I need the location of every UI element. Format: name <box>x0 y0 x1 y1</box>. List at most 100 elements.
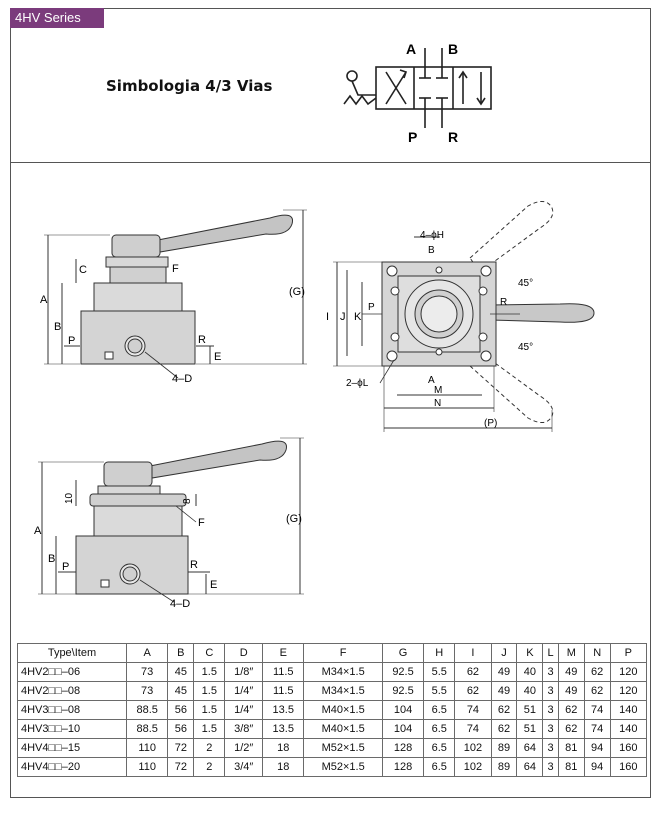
table-cell: 13.5 <box>262 700 305 720</box>
front-label-d: 4–D <box>172 373 192 385</box>
document-frame <box>10 8 651 798</box>
front-label-e: E <box>214 351 221 363</box>
table-cell: 3 <box>542 662 559 682</box>
top-label-r: R <box>500 297 507 308</box>
front-label-c: C <box>79 264 87 276</box>
lower-label-p: P <box>62 561 69 573</box>
table-cell: 110 <box>125 738 169 758</box>
table-header-cell: J <box>490 643 518 663</box>
lower-label-f: F <box>198 517 205 529</box>
top-label-j: J <box>340 311 346 323</box>
table-cell: 88.5 <box>125 719 169 739</box>
lower-label-eight: 8 <box>182 498 193 504</box>
table-cell: M40×1.5 <box>303 719 383 739</box>
table-cell: 5.5 <box>423 681 456 701</box>
table-cell: 2 <box>193 738 226 758</box>
table-cell: 49 <box>490 681 518 701</box>
table-cell: 104 <box>381 700 425 720</box>
table-cell: 89 <box>490 757 518 777</box>
table-cell: 94 <box>583 757 611 777</box>
table-header-cell: F <box>303 643 383 663</box>
table-header-cell: Type\Item <box>17 643 127 663</box>
table-cell: 73 <box>125 662 169 682</box>
table-cell: 18 <box>262 757 305 777</box>
table-cell: 13.5 <box>262 719 305 739</box>
symbol-title: Simbologia 4/3 Vias <box>106 77 273 95</box>
table-cell: 62 <box>454 681 492 701</box>
table-header-cell: M <box>557 643 585 663</box>
table-cell: 40 <box>516 681 544 701</box>
table-cell: 1.5 <box>193 662 226 682</box>
table-header-row: Type\Item A B C D E F G H I J K L M N P <box>17 643 648 663</box>
table-cell: 74 <box>454 700 492 720</box>
table-cell: 3 <box>542 681 559 701</box>
table-cell: 92.5 <box>381 681 425 701</box>
top-label-l: 2–ϕL <box>346 378 369 389</box>
type-cell: 4HV3□□–08 <box>17 700 127 720</box>
lower-view-drawing <box>38 437 304 603</box>
table-cell: 62 <box>454 662 492 682</box>
table-cell: 11.5 <box>262 681 305 701</box>
table-header-cell: P <box>609 643 648 663</box>
table-cell: M34×1.5 <box>303 681 383 701</box>
table-cell: 1/2″ <box>224 738 264 758</box>
table-cell: 104 <box>381 719 425 739</box>
table-cell: 62 <box>490 700 518 720</box>
table-header-cell: C <box>193 643 226 663</box>
table-cell: 62 <box>583 681 611 701</box>
table-cell: 1.5 <box>193 700 226 720</box>
type-cell: 4HV2□□–06 <box>17 662 127 682</box>
table-header-cell: A <box>125 643 169 663</box>
table-cell: M52×1.5 <box>303 738 383 758</box>
table-cell: 81 <box>557 757 585 777</box>
table-cell: 74 <box>583 719 611 739</box>
table-cell: 45 <box>167 681 195 701</box>
table-cell: 51 <box>516 700 544 720</box>
table-cell: 74 <box>454 719 492 739</box>
table-cell: 49 <box>490 662 518 682</box>
top-label-n: N <box>434 398 441 409</box>
table-cell: 62 <box>583 662 611 682</box>
top-label-p: P <box>368 302 375 313</box>
top-label-h: 4–ϕH <box>420 230 444 241</box>
table-cell: 62 <box>557 700 585 720</box>
table-cell: 18 <box>262 738 305 758</box>
table-cell: 64 <box>516 757 544 777</box>
table-cell: 72 <box>167 757 195 777</box>
table-cell: 1.5 <box>193 681 226 701</box>
table-cell: 92.5 <box>381 662 425 682</box>
top-label-angle-lower: 45° <box>518 342 533 353</box>
symbol-port-p: P <box>408 129 417 145</box>
lower-label-g: (G) <box>286 513 302 525</box>
top-label-ptotal: (P) <box>484 418 497 429</box>
table-cell: 94 <box>583 738 611 758</box>
front-label-r: R <box>198 334 206 346</box>
table-cell: 3 <box>542 757 559 777</box>
table-cell: 120 <box>609 662 648 682</box>
front-label-g: (G) <box>289 286 305 298</box>
valve-symbol <box>343 48 492 128</box>
table-header-cell: D <box>224 643 264 663</box>
type-cell: 4HV4□□–20 <box>17 757 127 777</box>
top-label-i: I <box>326 311 329 323</box>
lower-label-r: R <box>190 559 198 571</box>
table-cell: 72 <box>167 738 195 758</box>
table-cell: 160 <box>609 757 648 777</box>
lower-label-b: B <box>48 553 55 565</box>
table-cell: 1/8″ <box>224 662 264 682</box>
lower-label-ten: 10 <box>64 492 75 504</box>
table-cell: 120 <box>609 681 648 701</box>
table-cell: 3/8″ <box>224 719 264 739</box>
table-cell: 160 <box>609 738 648 758</box>
table-cell: 3 <box>542 738 559 758</box>
top-label-angle-upper: 45° <box>518 278 533 289</box>
series-tag: 4HV Series <box>10 8 104 28</box>
table-header-cell: H <box>423 643 456 663</box>
table-cell: 102 <box>454 757 492 777</box>
table-cell: 11.5 <box>262 662 305 682</box>
